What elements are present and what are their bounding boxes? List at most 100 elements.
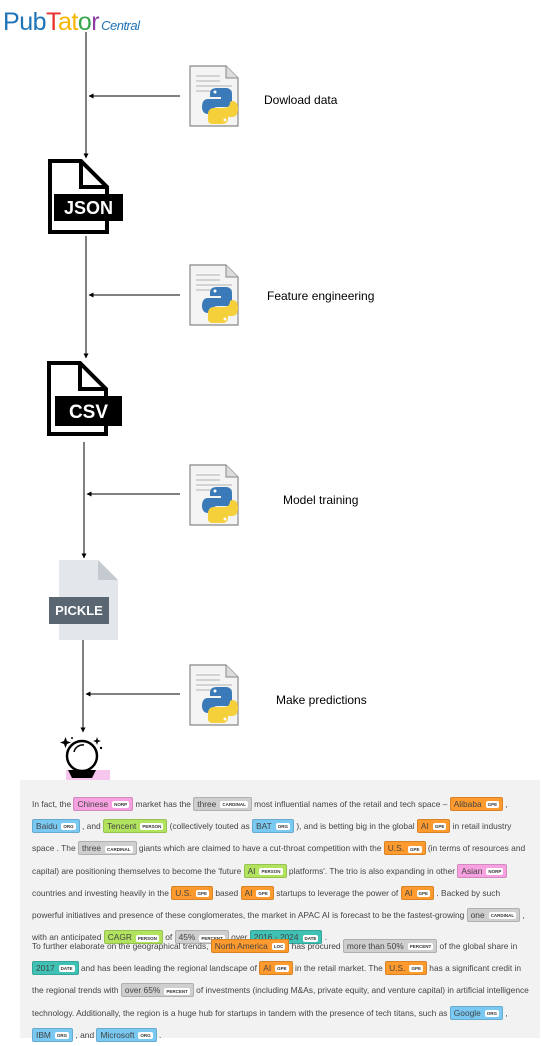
ner-text: To further elaborate on the geographical… <box>32 941 211 951</box>
entity-highlight: U.S.GPE <box>383 841 426 856</box>
entity-text: AI <box>404 887 413 898</box>
ner-text: in retail industry space . The <box>32 821 512 854</box>
entity-text: U.S. <box>389 963 406 974</box>
ner-text: , <box>503 1007 508 1018</box>
step-label-download: Dowload data <box>264 93 338 107</box>
ner-text: . Backed by such powerful initiatives an… <box>32 887 501 921</box>
logo-subtitle: Central <box>101 18 140 33</box>
step-label-model-training: Model training <box>283 493 359 507</box>
logo-letter: r <box>91 8 100 36</box>
entity-label: NORP <box>486 867 504 875</box>
ner-text: (collectively touted as <box>167 821 253 832</box>
entity-text: Google <box>453 1007 481 1018</box>
ner-text: has procured <box>289 941 343 951</box>
ner-text: , <box>503 799 508 809</box>
entity-label: LOC <box>271 943 286 951</box>
entity-label: GPE <box>275 965 289 973</box>
entity-label: DATE <box>302 934 319 942</box>
ner-text: of <box>162 932 175 943</box>
ner-text: in the retail market. The <box>292 963 386 974</box>
entity-label: GPE <box>256 890 270 898</box>
entity-text: 45% <box>178 932 196 943</box>
entity-label: CARDINAL <box>488 912 517 920</box>
entity-highlight: more than 50%PERCENT <box>342 939 438 953</box>
entity-text: over 65% <box>124 985 161 996</box>
ner-text: . <box>156 1029 162 1040</box>
logo-letter: u <box>19 8 33 36</box>
entity-text: AI <box>420 821 429 832</box>
entity-text: one <box>470 910 485 921</box>
ner-text: (in terms of resources and capital) are … <box>32 843 526 876</box>
step-label-make-predictions: Make predictions <box>276 693 367 707</box>
logo-letter: P <box>3 8 20 36</box>
entity-label: PERSON <box>135 934 159 942</box>
entity-label: GPE <box>195 890 210 898</box>
pickle-file-label: PICKLE <box>55 603 103 618</box>
ner-text: has a significant credit in the regional… <box>32 963 522 996</box>
entity-highlight: over 65%PERCENT <box>120 983 194 998</box>
entity-label: ORG <box>138 1032 153 1040</box>
entity-text: U.S. <box>387 843 405 854</box>
ner-text: based <box>213 887 241 898</box>
entity-label: DATE <box>58 965 75 973</box>
entity-label: ORG <box>61 823 76 831</box>
ner-text: of the global share in <box>437 941 518 951</box>
entity-text: three <box>81 843 102 854</box>
logo-letter: b <box>32 8 47 36</box>
entity-text: Asian <box>461 865 483 876</box>
ner-text: , and <box>79 821 103 832</box>
entity-text: Baidu <box>36 821 58 832</box>
entity-label: CARDINAL <box>105 845 133 853</box>
ner-text: giants which are claimed to have a cut-t… <box>136 843 384 854</box>
entity-text: AI <box>244 887 253 898</box>
logo-letter: T <box>46 8 59 36</box>
ner-paragraph: To further elaborate on the geographical… <box>32 935 532 1046</box>
python-script-icon <box>189 464 239 526</box>
entity-text: AI <box>263 963 272 974</box>
ner-text: platforms'. The trio is also expanding i… <box>286 865 458 876</box>
entity-text: three <box>197 799 217 809</box>
entity-label: PERCENT <box>164 987 190 995</box>
entity-label: PERCENT <box>199 934 225 942</box>
entity-label: GPE <box>485 801 500 809</box>
ner-text: , with an anticipated <box>32 910 525 943</box>
ner-text: In fact, the <box>32 799 74 809</box>
step-label-feature-engineering: Feature engineering <box>267 289 375 303</box>
json-file-icon: JSON <box>48 159 123 234</box>
entity-label: NORP <box>112 801 130 809</box>
entity-text: 2016 - 2024 <box>253 932 299 943</box>
csv-file-icon: CSV <box>47 361 122 436</box>
entity-text: AI <box>247 865 256 876</box>
python-script-icon <box>189 264 239 326</box>
entity-text: North America <box>214 941 268 951</box>
entity-label: GPE <box>416 890 431 898</box>
pipeline-diagram: JSON CSV PICKLE <box>47 32 239 780</box>
entity-text: CAGR <box>107 932 132 943</box>
entity-label: PERCENT <box>407 943 434 951</box>
ner-text: over <box>228 932 250 943</box>
logo-letter: a <box>58 8 72 36</box>
ner-text: market has the <box>133 799 194 809</box>
entity-label: GPE <box>409 965 423 973</box>
logo-letter: o <box>77 8 92 36</box>
ner-text: startups to leverage the power of <box>273 887 401 898</box>
python-script-icon <box>189 65 239 127</box>
entity-label: PERSON <box>140 823 164 831</box>
entity-text: more than 50% <box>346 941 404 951</box>
logo-wordmark: PubTator <box>3 8 100 36</box>
